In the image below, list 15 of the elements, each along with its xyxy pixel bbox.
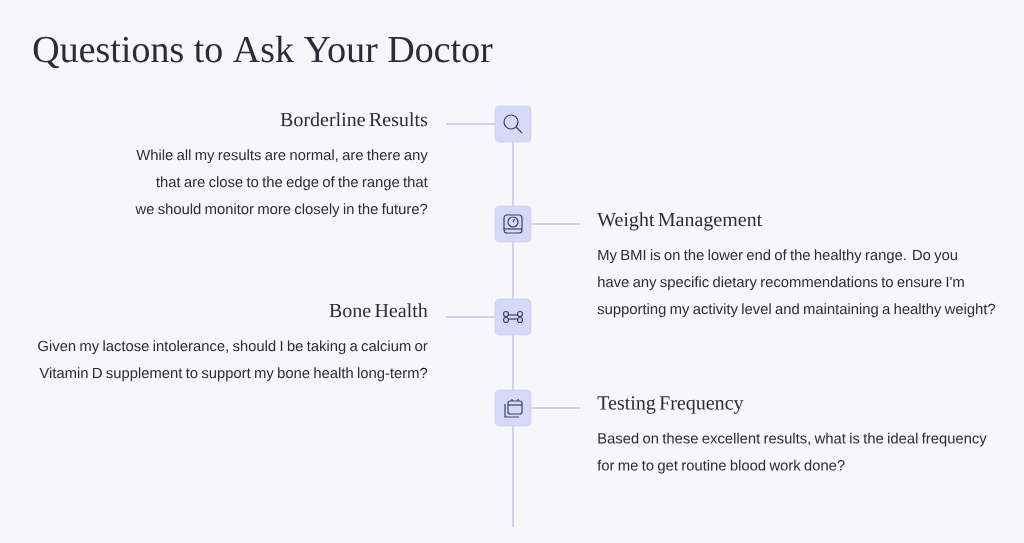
connector-line [512, 334, 514, 391]
connector-line [445, 316, 496, 318]
question-text: Weight Management My BMI is on the lower end of the healthy range. Do you have any specific dietary recommendations to ensure I'm supporting my activity level and maintaining a healthy weight? [597, 212, 996, 318]
question-text: Borderline Results While all my results are normal, are there any that are close to the edge of the range that we should monitor more closely in the future? [135, 112, 428, 218]
connector-line [512, 425, 514, 528]
connector-line [530, 223, 581, 225]
connector-line [530, 407, 581, 409]
question-text: Bone Health Given my lactose intolerance, should I be taking a calcium or Vitamin D supplement to support my bone health long-term? [38, 303, 428, 382]
connector-line [512, 141, 514, 207]
title: Questions to Ask Your Doctor [33, 35, 493, 69]
connector-line [512, 241, 514, 300]
question-text: Testing Frequency Based on these excellent results, what is the ideal frequency for me to get routine blood work done? [597, 396, 987, 474]
connector-line [445, 123, 496, 125]
icon-box [494, 298, 532, 336]
icon-box [494, 105, 532, 143]
